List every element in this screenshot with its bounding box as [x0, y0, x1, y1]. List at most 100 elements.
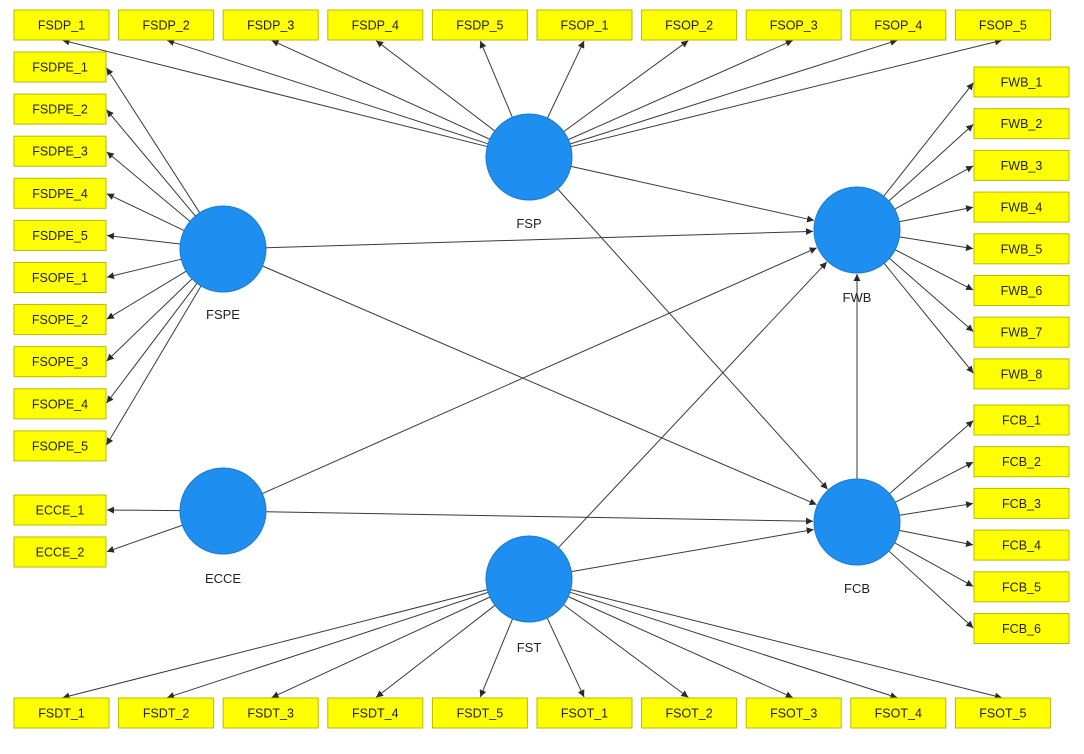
- loading-arrow-fsot-5: [570, 588, 1003, 700]
- indicator-fsot-3[interactable]: FSOT_3: [745, 697, 842, 729]
- indicator-fsdt-2[interactable]: FSDT_2: [118, 697, 215, 729]
- indicator-box: [431, 9, 528, 41]
- indicator-label: FSDPE_4: [32, 187, 88, 201]
- indicator-fsope-1[interactable]: FSOPE_1: [13, 262, 107, 293]
- indicator-fsop-3[interactable]: FSOP_3: [745, 9, 842, 41]
- indicator-fsop-4[interactable]: FSOP_4: [850, 9, 947, 41]
- construct-circle: [179, 467, 267, 555]
- loading-arrow-fsope-4: [106, 283, 198, 404]
- loading-arrow-fsop-1: [546, 40, 585, 119]
- construct-label: ECCE: [205, 571, 241, 586]
- indicator-fsope-4[interactable]: FSOPE_4: [13, 388, 107, 420]
- indicator-fcb-1[interactable]: FCB_1: [973, 404, 1070, 436]
- indicator-fwb-3[interactable]: FWB_3: [973, 149, 1070, 181]
- indicator-label: FSOPE_1: [32, 271, 88, 285]
- indicator-fsop-2[interactable]: FSOP_2: [641, 9, 738, 41]
- indicator-fsop-5[interactable]: FSOP_5: [954, 9, 1051, 41]
- indicator-fwb-7[interactable]: FWB_7: [973, 316, 1070, 348]
- indicator-fsdp-1[interactable]: FSDP_1: [13, 9, 110, 41]
- indicator-fsdp-4[interactable]: FSDP_4: [327, 9, 424, 41]
- loading-arrow-fsdt-4: [375, 604, 496, 698]
- indicator-fsdp-2[interactable]: FSDP_2: [118, 9, 215, 41]
- indicator-label: FCB_6: [1002, 622, 1041, 636]
- indicator-label: FSDT_1: [38, 707, 85, 721]
- indicator-fsot-5[interactable]: FSOT_5: [954, 697, 1051, 729]
- indicator-box: [13, 304, 107, 336]
- path-arrow-ecce-to-fwb: [262, 247, 817, 495]
- indicator-fcb-2[interactable]: FCB_2: [973, 446, 1070, 478]
- loading-arrow-fwb-2: [888, 124, 974, 202]
- indicator-fwb-5[interactable]: FWB_5: [973, 233, 1070, 265]
- indicator-ecce-2[interactable]: ECCE_2: [13, 536, 107, 568]
- loading-arrow-fcb-3: [899, 501, 974, 516]
- indicator-fsdpe-4[interactable]: FSDPE_4: [13, 177, 107, 209]
- loading-arrow-fsop-5: [570, 38, 1003, 148]
- loading-arrow-ecce-1: [106, 506, 181, 514]
- indicator-box: [973, 446, 1070, 478]
- construct-circle: [485, 113, 573, 201]
- indicator-fwb-2[interactable]: FWB_2: [973, 108, 1070, 140]
- indicator-box: [973, 487, 1070, 519]
- construct-fcb[interactable]: FCB: [813, 478, 901, 596]
- indicator-fsdp-5[interactable]: FSDP_5: [431, 9, 528, 41]
- indicator-fsot-4[interactable]: FSOT_4: [850, 697, 947, 729]
- loading-arrow-fsdp-1: [62, 38, 488, 148]
- indicator-fsdt-3[interactable]: FSDT_3: [222, 697, 319, 729]
- loading-arrow-fwb-7: [889, 257, 974, 332]
- indicator-fwb-4[interactable]: FWB_4: [973, 191, 1070, 223]
- indicator-box: [13, 697, 110, 729]
- indicator-fsope-5[interactable]: FSOPE_5: [13, 430, 107, 462]
- construct-label: FWB: [843, 290, 872, 305]
- indicator-box: [954, 9, 1051, 41]
- loading-arrow-fwb-5: [899, 236, 974, 251]
- loading-arrow-fsdpe-2: [106, 109, 196, 217]
- construct-fst[interactable]: FST: [485, 535, 573, 655]
- indicator-box: [973, 358, 1070, 390]
- loading-arrow-fsop-3: [568, 39, 793, 141]
- indicator-box: [13, 430, 107, 462]
- indicator-fsdt-5[interactable]: FSDT_5: [431, 697, 528, 729]
- indicator-fsope-3[interactable]: FSOPE_3: [13, 346, 107, 378]
- indicator-fwb-1[interactable]: FWB_1: [973, 66, 1070, 98]
- indicator-fsdt-4[interactable]: FSDT_4: [327, 697, 424, 729]
- indicator-fsot-1[interactable]: FSOT_1: [536, 697, 633, 729]
- indicator-fsdp-3[interactable]: FSDP_3: [222, 9, 319, 41]
- indicator-fsope-2[interactable]: FSOPE_2: [13, 304, 107, 336]
- construct-fwb[interactable]: FWB: [813, 186, 901, 305]
- indicator-fsop-1[interactable]: FSOP_1: [536, 9, 633, 41]
- construct-fspe[interactable]: FSPE: [179, 205, 267, 322]
- indicator-fcb-4[interactable]: FCB_4: [973, 529, 1070, 561]
- indicator-label: FSDT_3: [247, 707, 294, 721]
- loading-arrow-fsdpe-3: [106, 151, 191, 222]
- loading-arrow-fsot-1: [546, 617, 585, 698]
- indicator-label: FSDPE_5: [32, 229, 88, 243]
- indicator-label: FCB_3: [1002, 497, 1041, 511]
- indicator-ecce-1[interactable]: ECCE_1: [13, 494, 107, 526]
- loading-arrow-fsdp-4: [375, 40, 496, 132]
- indicator-fwb-8[interactable]: FWB_8: [973, 358, 1070, 390]
- path-arrow-ecce-to-fcb: [265, 511, 814, 525]
- indicator-label: FSOP_2: [665, 19, 713, 33]
- indicator-label: FSOT_1: [561, 707, 608, 721]
- indicator-fsdpe-5[interactable]: FSDPE_5: [13, 219, 107, 251]
- indicator-label: FSOPE_3: [32, 355, 88, 369]
- indicator-fcb-6[interactable]: FCB_6: [973, 613, 1070, 644]
- indicator-box: [745, 9, 842, 41]
- indicator-label: FSOP_4: [874, 19, 922, 33]
- construct-ecce[interactable]: ECCE: [179, 467, 267, 586]
- indicator-fwb-6[interactable]: FWB_6: [973, 275, 1070, 306]
- construct-fsp[interactable]: FSP: [485, 113, 573, 231]
- indicator-fsot-2[interactable]: FSOT_2: [641, 697, 738, 729]
- indicator-fcb-3[interactable]: FCB_3: [973, 487, 1070, 519]
- loading-arrow-fcb-5: [894, 542, 974, 587]
- indicator-fcb-5[interactable]: FCB_5: [973, 571, 1070, 603]
- path-arrow-fst-to-fcb: [571, 527, 814, 573]
- indicator-fsdpe-2[interactable]: FSDPE_2: [13, 93, 107, 125]
- indicator-fsdpe-3[interactable]: FSDPE_3: [13, 135, 107, 167]
- indicator-fsdt-1[interactable]: FSDT_1: [13, 697, 110, 729]
- indicator-box: [118, 9, 215, 41]
- indicator-label: FSDP_3: [247, 19, 294, 33]
- indicator-fsdpe-1[interactable]: FSDPE_1: [13, 51, 107, 83]
- construct-circle: [813, 186, 901, 274]
